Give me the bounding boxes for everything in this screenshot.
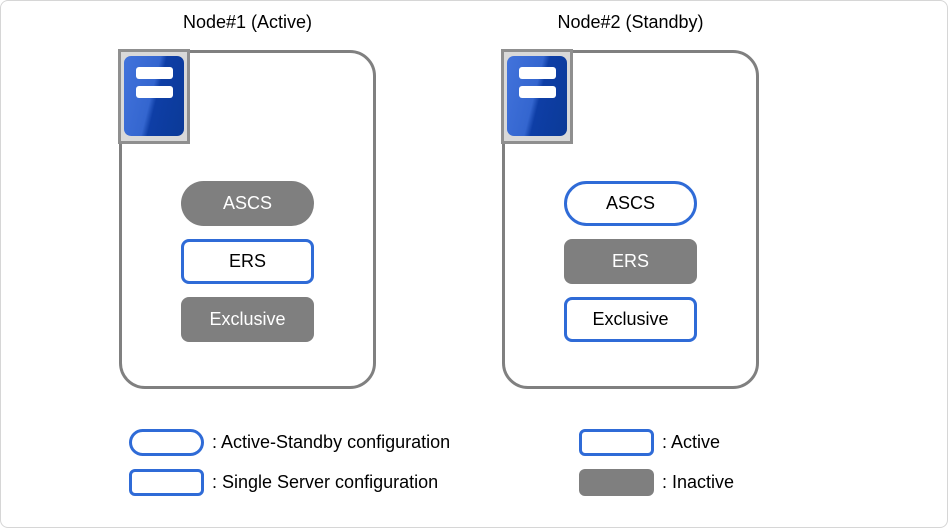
server-slot-icon xyxy=(519,67,556,79)
node2-server-icon xyxy=(501,49,573,144)
node1-server-icon xyxy=(118,49,190,144)
node2-exclusive-shape: Exclusive xyxy=(564,297,697,342)
server-slot-icon xyxy=(136,67,173,79)
node1-ascs-shape: ASCS xyxy=(181,181,314,226)
node2-title: Node#2 (Standby) xyxy=(557,12,704,32)
legend-active-standby-label: : Active-Standby configuration xyxy=(212,432,451,452)
server-tower-icon xyxy=(124,56,184,136)
legend-active-swatch xyxy=(579,429,654,456)
server-slot-icon xyxy=(136,86,173,98)
legend-active-label: : Active xyxy=(662,432,721,452)
server-slot-icon xyxy=(519,86,556,98)
legend-inactive-label: : Inactive xyxy=(662,472,735,492)
node2-ascs-shape: ASCS xyxy=(564,181,697,226)
node2-ers-shape: ERS xyxy=(564,239,697,284)
legend-single-server-swatch xyxy=(129,469,204,496)
legend-single-server-label: : Single Server configuration xyxy=(212,472,439,492)
node1-exclusive-shape: Exclusive xyxy=(181,297,314,342)
legend-active-standby-swatch xyxy=(129,429,204,456)
node1-ers-shape: ERS xyxy=(181,239,314,284)
legend-inactive-swatch xyxy=(579,469,654,496)
node1-title: Node#1 (Active) xyxy=(182,12,313,32)
server-tower-icon xyxy=(507,56,567,136)
